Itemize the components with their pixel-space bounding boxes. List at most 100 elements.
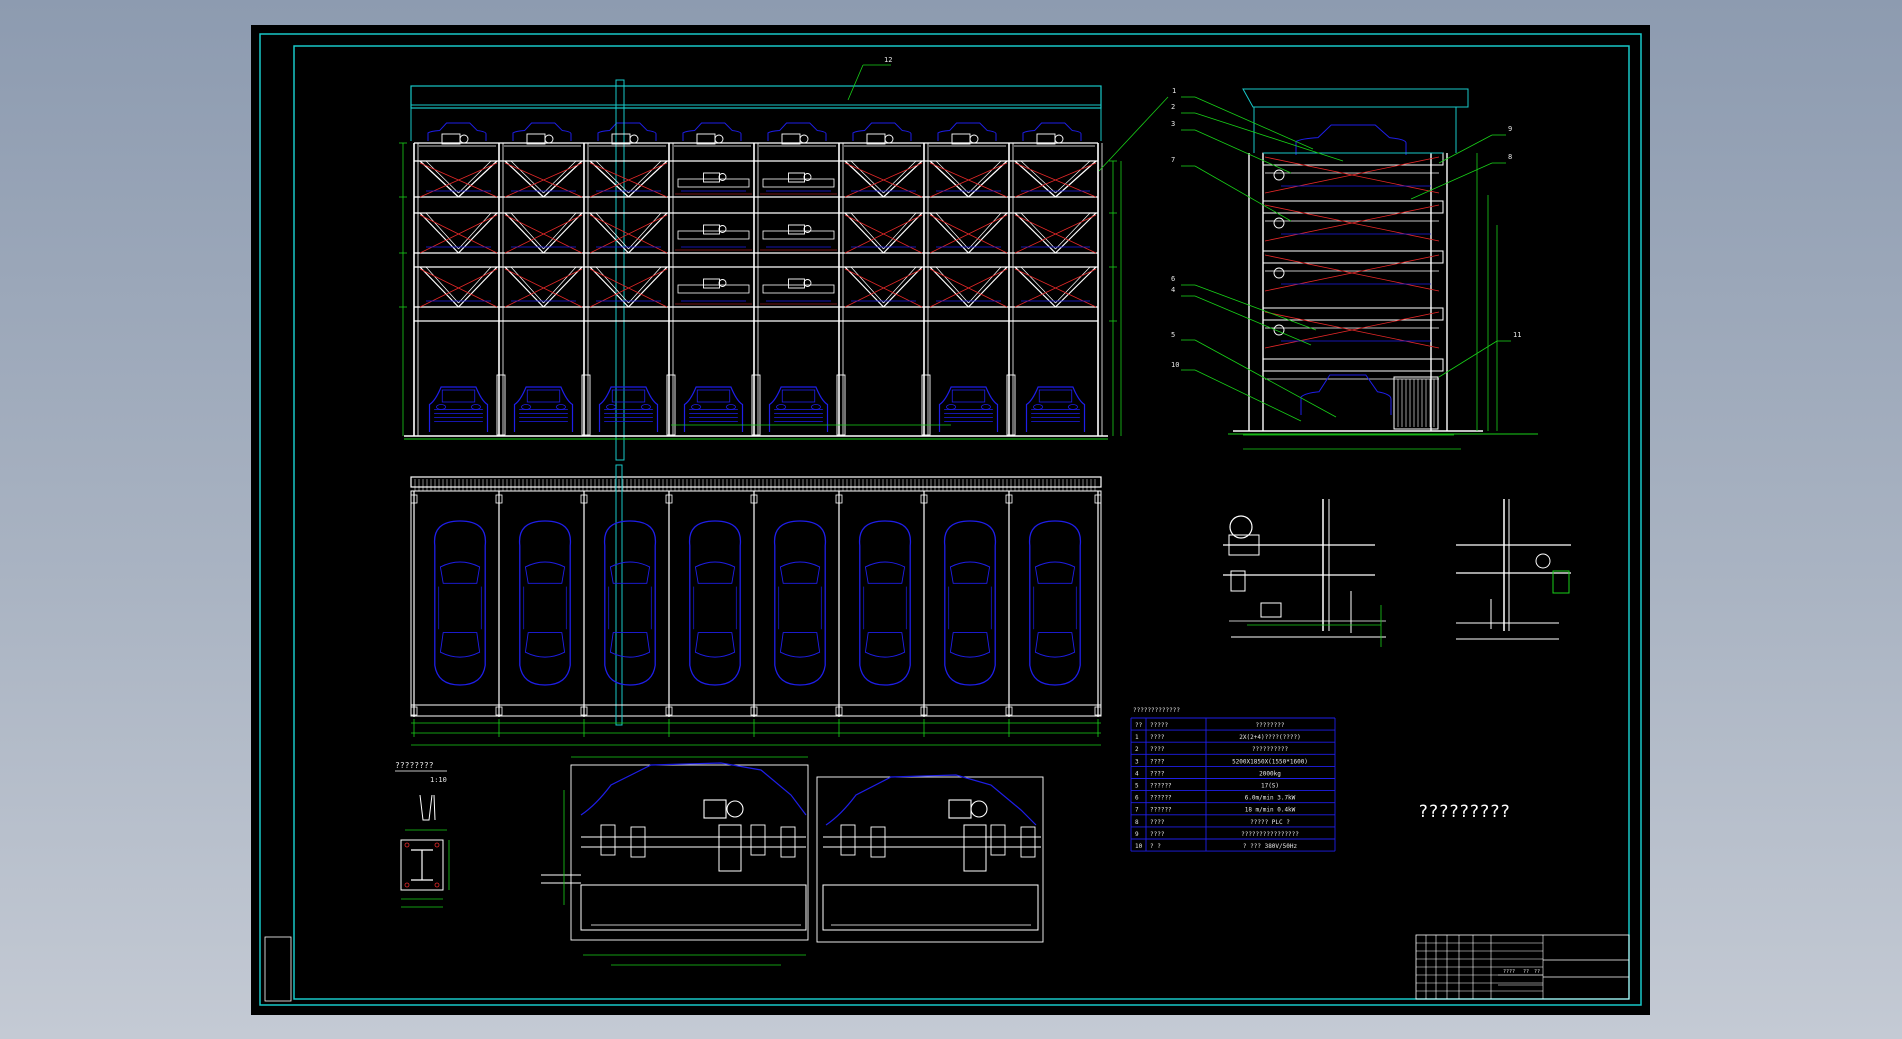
- truss-member: [543, 266, 577, 304]
- callout-3: 3: [1171, 120, 1175, 128]
- motor-wheel: [803, 173, 812, 181]
- plan-post: [1005, 494, 1013, 504]
- car-rear-window: [779, 632, 821, 658]
- motor-unit: [703, 278, 720, 289]
- truss-member: [935, 212, 969, 250]
- tb-cell: ??: [1523, 969, 1529, 975]
- cad-drawing: ???????????????1????2X(2+4)????(????)2??…: [259, 33, 1642, 1006]
- pallet-frame: [677, 284, 750, 294]
- motor-wheel: [544, 134, 554, 144]
- car-profile: [682, 122, 742, 141]
- guide-block: [1552, 570, 1570, 594]
- car-roofline: [580, 762, 807, 816]
- car-windshield: [951, 389, 986, 403]
- base-post: [921, 374, 931, 436]
- spec-cell-no: 2: [1135, 746, 1139, 753]
- detail-title: ????????: [395, 761, 434, 770]
- car-profile: [1022, 122, 1082, 141]
- motor-unit: [703, 172, 720, 183]
- truss-member: [458, 160, 498, 198]
- cross-brace: [1264, 311, 1440, 349]
- spec-cell-value: 2000kg: [1259, 770, 1281, 777]
- truss-member: [1055, 212, 1097, 254]
- motor-wheel: [1054, 134, 1064, 144]
- spec-cell-no: ??: [1135, 722, 1143, 729]
- car-top: [1028, 520, 1082, 686]
- truss-member: [504, 266, 544, 308]
- cross-brace: [1264, 204, 1440, 242]
- leader-line: [1194, 295, 1312, 346]
- plan-outline: [410, 490, 1102, 717]
- truss-member: [595, 160, 629, 194]
- leader-line: [1438, 134, 1493, 164]
- pallet-tray: [822, 884, 1039, 931]
- plan-post: [410, 706, 418, 716]
- motor-wheel: [718, 173, 727, 181]
- base-post: [1006, 374, 1016, 436]
- car-profile: [597, 122, 657, 141]
- plan-top-beam: [410, 476, 1102, 488]
- gate-frame: [1393, 376, 1439, 430]
- car-lamp: [1033, 404, 1044, 410]
- truss-member: [458, 266, 498, 308]
- plan-post: [665, 706, 673, 716]
- spec-cell-value: 17(S): [1261, 783, 1279, 790]
- car-lamp: [691, 404, 702, 410]
- inner-frame: [293, 45, 1630, 1000]
- callout-6: 6: [1171, 275, 1175, 283]
- leader-line: [847, 64, 864, 101]
- car-windshield: [1034, 561, 1076, 584]
- title-block: ????????: [1415, 934, 1630, 1000]
- car-windshield: [779, 561, 821, 584]
- spec-cell-value: ? ??? 380V/50Hz: [1243, 843, 1298, 850]
- truss-member: [595, 212, 629, 250]
- callout-10: 10: [1171, 361, 1179, 369]
- truss-member: [968, 266, 1002, 304]
- truss-member: [935, 160, 969, 194]
- truss-member: [628, 212, 668, 254]
- motor-wheel: [803, 225, 812, 233]
- motor-wheel: [803, 279, 812, 287]
- car-lamp: [606, 404, 617, 410]
- spec-cell-value: 5200X1850X(1550*1600): [1232, 758, 1308, 765]
- car-lamp: [555, 404, 566, 410]
- motor-wheel: [970, 800, 988, 818]
- plan-post: [1094, 494, 1102, 504]
- truss-member: [504, 212, 544, 254]
- car-windshield: [441, 389, 476, 403]
- truss-member: [425, 266, 459, 304]
- callout-12: 12: [884, 56, 892, 64]
- car-front: [938, 386, 999, 432]
- car-lamp: [946, 404, 957, 410]
- spec-cell-item: ? ?: [1150, 843, 1161, 850]
- car-profile: [937, 122, 997, 141]
- pallet-section: [541, 756, 1044, 966]
- callout-4: 4: [1171, 286, 1175, 294]
- motor-wheel: [718, 279, 727, 287]
- truss-member: [458, 266, 492, 304]
- cross-brace: [1264, 156, 1440, 194]
- front-elevation: [399, 64, 1169, 461]
- pallet-level: [1262, 250, 1444, 264]
- truss-member: [1055, 266, 1097, 308]
- plan-post: [835, 706, 843, 716]
- bearing-block: [1020, 826, 1036, 858]
- guide-post: [615, 79, 625, 461]
- truss-member: [419, 212, 459, 254]
- truss-member: [1055, 266, 1091, 304]
- car-windshield: [439, 561, 481, 584]
- truss-member: [419, 160, 459, 198]
- pallet-frame: [762, 230, 835, 240]
- truss-member: [883, 266, 917, 304]
- truss-member: [425, 212, 459, 250]
- truss-member: [543, 160, 577, 194]
- spec-cell-value: ????? PLC ?: [1250, 819, 1290, 826]
- truss-member: [543, 266, 583, 308]
- guide-post: [615, 464, 623, 726]
- truss-member: [595, 266, 629, 304]
- truss-member: [1020, 266, 1056, 304]
- detail-scale: 1:10: [430, 776, 447, 784]
- car-front: [683, 386, 744, 432]
- truss-member: [458, 212, 492, 250]
- center-title: ?????????: [1418, 802, 1510, 822]
